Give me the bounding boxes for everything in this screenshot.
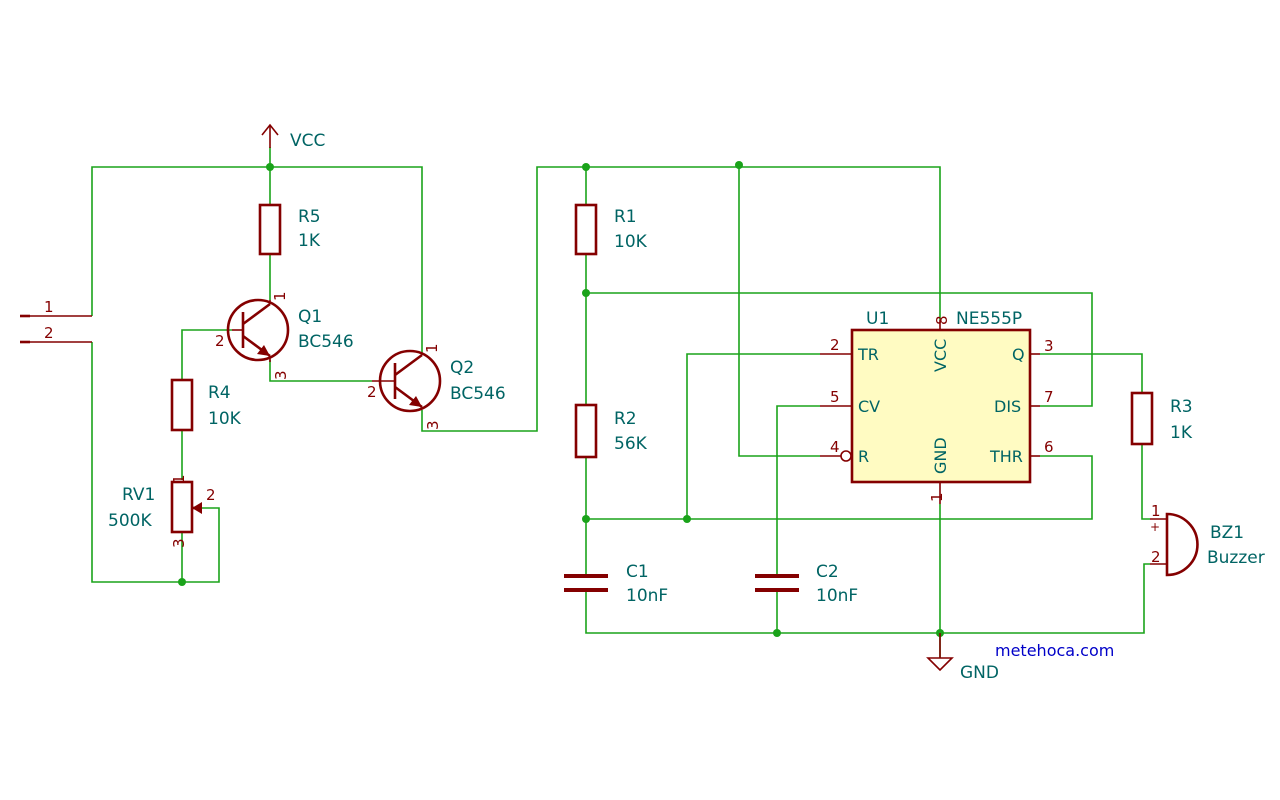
potentiometer-rv1: 1 2 3 RV1 500K (108, 474, 216, 548)
resistor-r1: R1 10K (574, 203, 648, 256)
q1-ref: Q1 (298, 307, 322, 327)
rv1-ref: RV1 (122, 485, 155, 505)
r4-value: 10K (208, 409, 242, 429)
junction-dot (178, 578, 186, 586)
bz1-pin2: 2 (1151, 548, 1161, 566)
r3-value: 1K (1170, 423, 1193, 443)
bz1-plus: + (1150, 520, 1160, 534)
wire-thr-tr-node (586, 455, 1093, 520)
wire-rv1-wiper (182, 507, 220, 583)
u1-pin-gnd-name: GND (931, 437, 950, 474)
wire-q-r3 (1040, 353, 1143, 393)
wire-q1-base-r4 (181, 329, 232, 380)
r1-ref: R1 (614, 207, 637, 227)
junctions (178, 161, 944, 637)
bz1-value: Buzzer (1207, 548, 1265, 568)
u1-pin-q-name: Q (1012, 345, 1025, 364)
q1-value: BC546 (298, 332, 354, 352)
junction-dot (683, 515, 691, 523)
wire-reset (738, 165, 820, 457)
u1-value: NE555P (956, 309, 1022, 329)
resistor-r2: R2 56K (574, 403, 648, 459)
rv1-pin1: 1 (170, 474, 188, 484)
u1-pin-tr-name: TR (857, 345, 879, 364)
wire-vcc-left (91, 166, 423, 355)
junction-dot (582, 163, 590, 171)
wire-rv1-gnd-loop (91, 342, 183, 583)
u1-pin-thr-num: 6 (1044, 438, 1054, 456)
c1-ref: C1 (626, 562, 649, 582)
r1-value: 10K (614, 232, 648, 252)
junction-dot (582, 515, 590, 523)
c1-value: 10nF (626, 586, 668, 606)
input-connector: 1 2 (20, 298, 92, 344)
transistor-q2: 1 2 3 Q2 BC546 (367, 343, 506, 430)
u1-pin-cv-num: 5 (830, 388, 840, 406)
connector-pin1: 1 (44, 298, 54, 316)
credit-text: metehoca.com (995, 641, 1114, 660)
q2-value: BC546 (450, 384, 506, 404)
u1-pin-q-num: 3 (1044, 337, 1054, 355)
u1-pin-r-num: 4 (830, 438, 840, 456)
junction-dot (735, 161, 743, 169)
gnd-symbol: GND (926, 633, 999, 683)
wire-tr (686, 353, 820, 519)
r2-value: 56K (614, 434, 648, 454)
junction-dot (773, 629, 781, 637)
c2-ref: C2 (816, 562, 839, 582)
u1-pin-gnd-num: 1 (928, 492, 946, 502)
u1-pin-r-name: R (858, 447, 869, 466)
q1-pin2: 2 (215, 332, 225, 350)
wire-gnd-bus (585, 563, 1150, 634)
buzzer-bz1: 1 2 + BZ1 Buzzer (1150, 502, 1265, 577)
wire-r3-bz1 (1141, 444, 1150, 520)
q1-pin3: 3 (272, 370, 290, 380)
r5-ref: R5 (298, 207, 321, 227)
rv1-value: 500K (108, 511, 152, 531)
u1-pin-cv-name: CV (858, 397, 880, 416)
c2-value: 10nF (816, 586, 858, 606)
q2-pin2: 2 (367, 383, 377, 401)
junction-dot (582, 289, 590, 297)
r5-value: 1K (298, 231, 321, 251)
wire-cv-c2 (776, 405, 820, 575)
wire-q2-emitter (421, 166, 941, 432)
wire-q1-emitter-q2-base (269, 360, 372, 382)
rv1-pin3: 3 (170, 538, 188, 548)
r3-ref: R3 (1170, 397, 1193, 417)
gnd-label: GND (960, 663, 999, 683)
r4-ref: R4 (208, 383, 231, 403)
u1-pin-vcc-name: VCC (931, 339, 950, 372)
wire-dis-node (586, 292, 1093, 407)
q2-pin3: 3 (424, 420, 442, 430)
connector-pin2: 2 (44, 324, 54, 342)
q2-pin1: 1 (423, 343, 441, 353)
r2-ref: R2 (614, 409, 637, 429)
q2-ref: Q2 (450, 358, 474, 378)
transistor-q1: 1 2 3 Q1 BC546 (215, 291, 354, 380)
u1-pin-dis-name: DIS (994, 397, 1021, 416)
vcc-symbol: VCC (261, 123, 325, 151)
resistor-r5: R5 1K (258, 203, 321, 256)
q1-pin1: 1 (271, 291, 289, 301)
capacitor-c1: C1 10nF (564, 562, 668, 606)
junction-dot (266, 163, 274, 171)
rv1-pin2: 2 (206, 486, 216, 504)
bz1-pin1: 1 (1151, 502, 1161, 520)
resistor-r4: R4 10K (170, 378, 242, 432)
resistor-r3: R3 1K (1130, 391, 1193, 446)
ic-u1: 2 5 4 8 1 3 7 6 TR CV R VCC GND Q DIS TH… (820, 309, 1054, 504)
u1-pin-tr-num: 2 (830, 336, 840, 354)
u1-pin-thr-name: THR (989, 447, 1023, 466)
vcc-label: VCC (290, 131, 325, 151)
capacitor-c2: C2 10nF (755, 562, 858, 606)
bz1-ref: BZ1 (1210, 523, 1244, 543)
u1-pin-vcc-num: 8 (933, 315, 951, 325)
u1-ref: U1 (866, 309, 889, 329)
u1-pin-dis-num: 7 (1044, 388, 1054, 406)
